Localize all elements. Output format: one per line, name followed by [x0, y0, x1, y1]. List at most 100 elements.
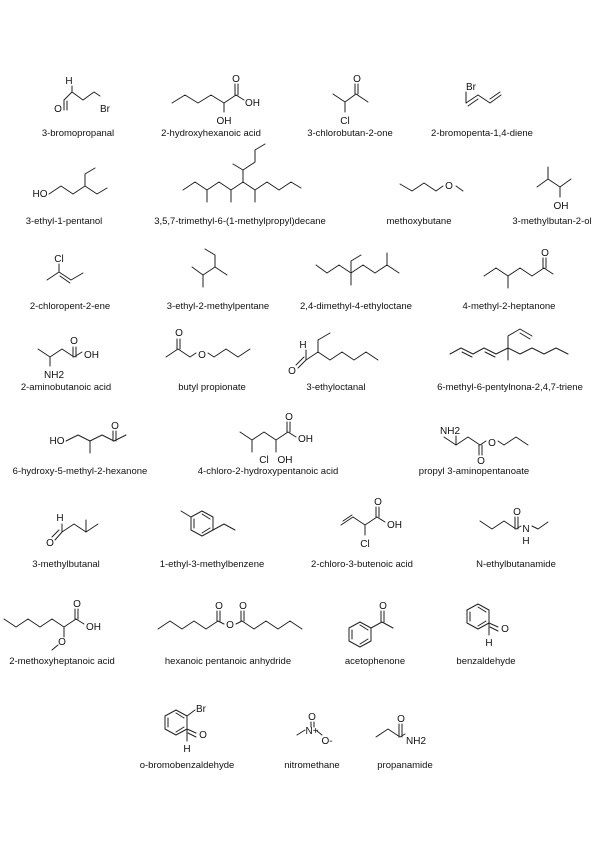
- atom-label: OH: [554, 201, 569, 212]
- atom-label: OH: [86, 622, 101, 633]
- atom-label: Br: [100, 104, 111, 115]
- atom-label: O: [477, 456, 485, 467]
- structure-3-methylbutanal: H O: [46, 513, 99, 549]
- atom-label: Cl: [54, 254, 63, 265]
- atom-label: H: [65, 76, 72, 87]
- structure-3-ethyl-2-methylpentane: [191, 248, 228, 288]
- compound-name: nitromethane: [284, 760, 339, 771]
- structure-2-hydroxyhexanoic-acid: O OH OH: [171, 74, 260, 127]
- structure-benzaldehyde: O H: [466, 603, 509, 649]
- structure-propanamide: O NH2: [375, 714, 426, 747]
- structure-2-bromopenta-1-4-diene: Br: [465, 82, 502, 107]
- compound-name: 3-methylbutan-2-ol: [512, 216, 591, 227]
- atom-label: O: [513, 507, 521, 518]
- compound-name: propyl 3-aminopentanoate: [419, 466, 529, 477]
- structure-nitromethane: O N+ O-: [296, 712, 333, 747]
- atom-label: H: [485, 638, 492, 649]
- compound-name: 2-chloropent-2-ene: [30, 301, 110, 312]
- compound-name: 1-ethyl-3-methylbenzene: [160, 559, 265, 570]
- atom-label: O: [501, 624, 509, 635]
- atom-label: O: [308, 712, 316, 723]
- atom-label: O: [226, 620, 234, 631]
- compound-name: 2,4-dimethyl-4-ethyloctane: [300, 301, 412, 312]
- atom-label: OH: [278, 455, 293, 466]
- atom-label: NH2: [406, 736, 426, 747]
- structure-1-ethyl-3-methylbenzene: [180, 510, 236, 537]
- atom-label: O: [288, 366, 296, 377]
- structure-acetophenone: O: [348, 601, 394, 648]
- atom-label: HO: [33, 189, 48, 200]
- compound-name: 2-methoxyheptanoic acid: [9, 656, 115, 667]
- compound-name: hexanoic pentanoic anhydride: [165, 656, 291, 667]
- atom-label: Br: [196, 704, 207, 715]
- compound-name: 4-methyl-2-heptanone: [463, 301, 556, 312]
- atom-label: O: [285, 412, 293, 423]
- compound-name: 6-methyl-6-pentylnona-2,4,7-triene: [437, 382, 583, 393]
- atom-label: N+: [305, 726, 318, 737]
- compound-name: butyl propionate: [178, 382, 246, 393]
- structure-3-methylbutan-2-ol: OH: [536, 166, 572, 212]
- compound-name: 2-hydroxyhexanoic acid: [161, 128, 261, 139]
- compound-name: 6-hydroxy-5-methyl-2-hexanone: [13, 466, 148, 477]
- structure-2-chloro-3-butenoic-acid: O OH Cl: [340, 497, 402, 550]
- compound-name: 3-chlorobutan-2-one: [307, 128, 393, 139]
- structure-propyl-aminopentanoate: NH2 O O: [440, 426, 529, 467]
- atom-label: O: [73, 599, 81, 610]
- atom-label: O: [46, 538, 54, 549]
- atom-label: NH2: [44, 370, 64, 381]
- structure-hexanoic-pentanoic-anhydride: O O O: [157, 601, 303, 631]
- compound-name: 3-ethyl-1-pentanol: [26, 216, 103, 227]
- atom-label: H: [299, 340, 306, 351]
- atom-label: HO: [50, 436, 65, 447]
- atom-label: Cl: [259, 455, 268, 466]
- atom-label: O: [445, 181, 453, 192]
- structure-4-methyl-2-heptanone: O: [483, 248, 554, 289]
- structure-3-ethyl-1-pentanol: HO: [33, 167, 108, 200]
- atom-label: O: [232, 74, 240, 85]
- atom-label: O: [488, 438, 496, 449]
- atom-label: Cl: [360, 539, 369, 550]
- structure-n-ethylbutanamide: O N H: [479, 507, 549, 547]
- structure-trimethyl-methylpropyl-decane: [182, 143, 302, 203]
- structure-2-chloropent-2-ene: Cl: [46, 254, 84, 284]
- structure-methoxybutane: O: [399, 181, 464, 192]
- atom-label: N: [522, 524, 529, 535]
- atom-label: O-: [321, 736, 332, 747]
- structure-chloro-hydroxypentanoic-acid: O OH Cl OH: [239, 412, 313, 466]
- compound-name: 3-ethyl-2-methylpentane: [167, 301, 269, 312]
- atom-label: OH: [387, 520, 402, 531]
- compound-name: N-ethylbutanamide: [476, 559, 556, 570]
- atom-label: OH: [245, 98, 260, 109]
- atom-label: O: [541, 248, 549, 259]
- compound-name: 3-ethyloctanal: [306, 382, 365, 393]
- compound-name: 2-aminobutanoic acid: [21, 382, 111, 393]
- compound-name: 3,5,7-trimethyl-6-(1-methylpropyl)decane: [154, 216, 326, 227]
- structure-methyl-pentylnonatriene: [449, 328, 569, 361]
- compound-name: 2-chloro-3-butenoic acid: [311, 559, 413, 570]
- compound-name: 3-methylbutanal: [32, 559, 100, 570]
- atom-label: O: [215, 601, 223, 612]
- atom-label: O: [70, 336, 78, 347]
- structure-butyl-propionate: O O: [165, 328, 251, 361]
- atom-label: H: [522, 536, 529, 547]
- compound-name: propanamide: [377, 760, 432, 771]
- atom-label: Br: [466, 82, 477, 93]
- compound-name: 2-bromopenta-1,4-diene: [431, 128, 533, 139]
- structure-dimethyl-ethyloctane: [315, 252, 400, 286]
- compound-name: acetophenone: [345, 656, 405, 667]
- atom-label: H: [183, 744, 190, 755]
- atom-label: O: [54, 104, 62, 115]
- structure-3-bromopropanal: H O Br: [54, 76, 111, 115]
- compound-name: benzaldehyde: [456, 656, 515, 667]
- compound-name: methoxybutane: [387, 216, 452, 227]
- structure-hydroxy-methyl-hexanone: HO O: [50, 421, 127, 454]
- compound-name: 4-chloro-2-hydroxypentanoic acid: [198, 466, 338, 477]
- atom-label: O: [198, 350, 206, 361]
- atom-label: OH: [217, 116, 232, 127]
- structure-o-bromobenzaldehyde: Br O H: [164, 704, 207, 755]
- atom-label: OH: [84, 350, 99, 361]
- atom-label: O: [199, 730, 207, 741]
- atom-label: O: [397, 714, 405, 725]
- compound-name: 3-bromopropanal: [42, 128, 114, 139]
